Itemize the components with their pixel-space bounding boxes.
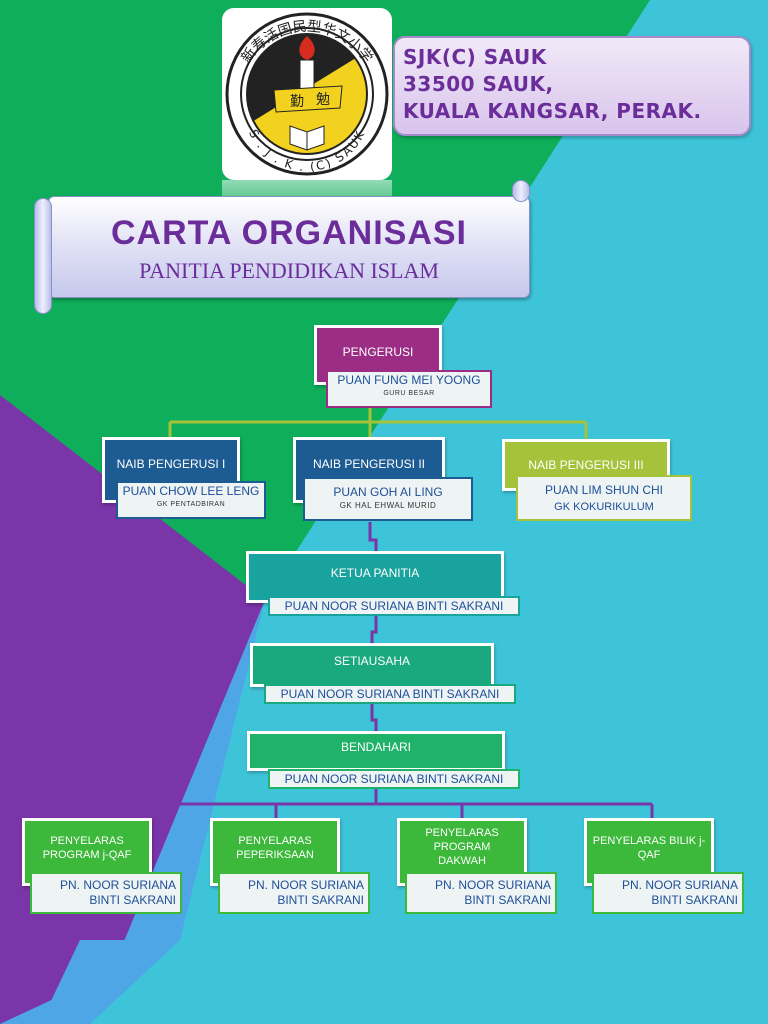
penyelaras-bilik-jqaf-name-1: PN. NOOR SURIANA xyxy=(621,878,738,892)
bendahari-role: BENDAHARI xyxy=(340,740,411,754)
penyelaras-peperiksaan-role-2: PEPERIKSAAN xyxy=(236,849,314,861)
penyelaras-peperiksaan-name-1: PN. NOOR SURIANA xyxy=(247,878,364,892)
naib-pengerusi-1-name-card: PUAN CHOW LEE LENG GK PENTADBIRAN xyxy=(116,481,266,519)
scroll-roll-right xyxy=(512,180,530,202)
naib-pengerusi-3-name-card: PUAN LIM SHUN CHI GK KOKURIKULUM xyxy=(516,475,692,521)
penyelaras-dakwah-name-1: PN. NOOR SURIANA xyxy=(434,878,551,892)
penyelaras-dakwah-role-2: PROGRAM xyxy=(433,841,491,853)
svg-text:勉: 勉 xyxy=(316,92,330,108)
school-location: KUALA KANGSAR, PERAK. xyxy=(403,99,702,123)
setiausaha-role: SETIAUSAHA xyxy=(333,654,411,668)
pengerusi-post: GURU BESAR xyxy=(383,390,435,397)
scroll-roll-left xyxy=(34,198,52,314)
ketua-panitia-role: KETUA PANITIA xyxy=(330,566,420,580)
school-crest-icon: 勤 勉 新寿活国民型华文小学 S . J . K . (C) SAUK xyxy=(225,12,389,176)
penyelaras-peperiksaan-name-card: PN. NOOR SURIANA BINTI SAKRANI xyxy=(218,872,370,914)
penyelaras-jqaf-name-1: PN. NOOR SURIANA xyxy=(59,878,176,892)
naib-pengerusi-3-role: NAIB PENGERUSI III xyxy=(528,458,644,472)
penyelaras-jqaf-role-1: PENYELARAS xyxy=(50,835,124,847)
naib-pengerusi-1-post: GK PENTADBIRAN xyxy=(156,501,226,508)
pengerusi-name: PUAN FUNG MEI YOONG xyxy=(337,373,481,387)
school-postcode: 33500 SAUK, xyxy=(403,72,554,96)
naib-pengerusi-1-role: NAIB PENGERUSI I xyxy=(116,457,226,471)
penyelaras-dakwah-role-1: PENYELARAS xyxy=(425,827,499,839)
school-name: SJK(C) SAUK xyxy=(403,45,547,69)
naib-pengerusi-3-post: GK KOKURIKULUM xyxy=(554,501,654,513)
naib-pengerusi-2-name-card: PUAN GOH AI LING GK HAL EHWAL MURID xyxy=(303,477,473,521)
penyelaras-jqaf-name-card: PN. NOOR SURIANA BINTI SAKRANI xyxy=(30,872,182,914)
penyelaras-dakwah-name-2: BINTI SAKRANI xyxy=(464,893,551,907)
penyelaras-bilik-jqaf-name-card: PN. NOOR SURIANA BINTI SAKRANI xyxy=(592,872,744,914)
setiausaha-name-card: PUAN NOOR SURIANA BINTI SAKRANI xyxy=(264,684,516,704)
title-banner xyxy=(48,196,530,298)
pengerusi-name-card: PUAN FUNG MEI YOONG GURU BESAR xyxy=(326,370,492,408)
bendahari-name-card: PUAN NOOR SURIANA BINTI SAKRANI xyxy=(268,769,520,789)
naib-pengerusi-3-name: PUAN LIM SHUN CHI xyxy=(544,483,663,497)
page-subtitle: PANITIA PENDIDIKAN ISLAM xyxy=(139,258,439,283)
penyelaras-jqaf-role-2: PROGRAM j-QAF xyxy=(42,849,132,861)
penyelaras-bilik-jqaf-name-2: BINTI SAKRANI xyxy=(651,893,738,907)
naib-pengerusi-1-name: PUAN CHOW LEE LENG xyxy=(122,484,260,498)
penyelaras-dakwah-role-3: DAKWAH xyxy=(438,855,486,867)
ketua-panitia-name-card: PUAN NOOR SURIANA BINTI SAKRANI xyxy=(268,596,520,616)
penyelaras-jqaf-name-2: BINTI SAKRANI xyxy=(89,893,176,907)
penyelaras-dakwah-name-card: PN. NOOR SURIANA BINTI SAKRANI xyxy=(405,872,557,914)
page-title: CARTA ORGANISASI xyxy=(111,214,467,252)
pengerusi-role: PENGERUSI xyxy=(342,345,414,359)
penyelaras-peperiksaan-role-1: PENYELARAS xyxy=(238,835,312,847)
naib-pengerusi-2-role: NAIB PENGERUSI II xyxy=(312,457,426,471)
penyelaras-peperiksaan-name-2: BINTI SAKRANI xyxy=(277,893,364,907)
setiausaha-name: PUAN NOOR SURIANA BINTI SAKRANI xyxy=(280,687,500,701)
bendahari-name: PUAN NOOR SURIANA BINTI SAKRANI xyxy=(284,772,504,786)
naib-pengerusi-2-name: PUAN GOH AI LING xyxy=(333,485,443,499)
penyelaras-bilik-jqaf-role-2: QAF xyxy=(637,849,661,861)
school-logo: 勤 勉 新寿活国民型华文小学 S . J . K . (C) SAUK xyxy=(222,8,392,180)
bendahari-box: BENDAHARI xyxy=(247,731,505,771)
naib-pengerusi-2-post: GK HAL EHWAL MURID xyxy=(339,501,437,510)
school-address-box: SJK(C) SAUK 33500 SAUK, KUALA KANGSAR, P… xyxy=(393,36,751,136)
ketua-panitia-name: PUAN NOOR SURIANA BINTI SAKRANI xyxy=(284,599,504,613)
setiausaha-box: SETIAUSAHA xyxy=(250,643,494,687)
penyelaras-bilik-jqaf-role-1: PENYELARAS BILIK j- xyxy=(592,835,706,847)
svg-text:勤: 勤 xyxy=(290,94,304,110)
